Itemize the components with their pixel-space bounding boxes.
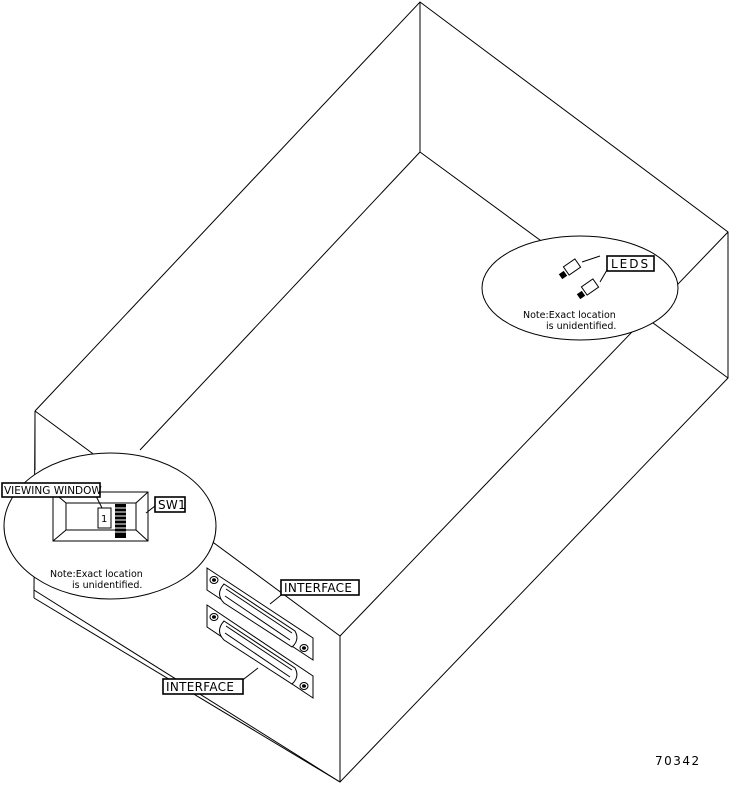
sw1-callout: 1 VIEWING WINDOW SW1 Note:Exact location… xyxy=(1,452,217,600)
chassis-top-face xyxy=(33,1,729,783)
viewing-window-label: VIEWING WINDOW xyxy=(4,485,102,497)
switch-position-text: 1 xyxy=(101,514,108,525)
sw1-label: SW1 xyxy=(158,498,186,512)
figure-number: 70342 xyxy=(655,754,701,768)
viewing-window xyxy=(97,507,112,529)
leds-label: LEDS xyxy=(611,257,650,271)
interface-label-top-text: INTERFACE xyxy=(284,581,352,595)
chassis-edge xyxy=(139,151,421,451)
interface-label-bottom: INTERFACE xyxy=(162,667,259,695)
leds-callout: LEDS Note:Exact location is unidentified… xyxy=(481,235,679,341)
interface-label-bottom-text: INTERFACE xyxy=(166,680,234,694)
leds-note-line2: is unidentified. xyxy=(546,321,616,332)
leds-note-line1: Note:Exact location xyxy=(523,310,616,321)
interface-label-top: INTERFACE xyxy=(269,579,360,605)
interface-connector-top xyxy=(206,567,314,661)
chassis-box xyxy=(33,1,729,783)
led-icon xyxy=(576,269,608,300)
sw1-note-line1: Note:Exact location xyxy=(50,569,143,580)
interface-connector-bottom xyxy=(206,604,314,699)
sw1-note-line2: is unidentified. xyxy=(72,580,142,591)
dip-switch-stripes xyxy=(115,504,126,538)
led-icon xyxy=(558,255,601,280)
